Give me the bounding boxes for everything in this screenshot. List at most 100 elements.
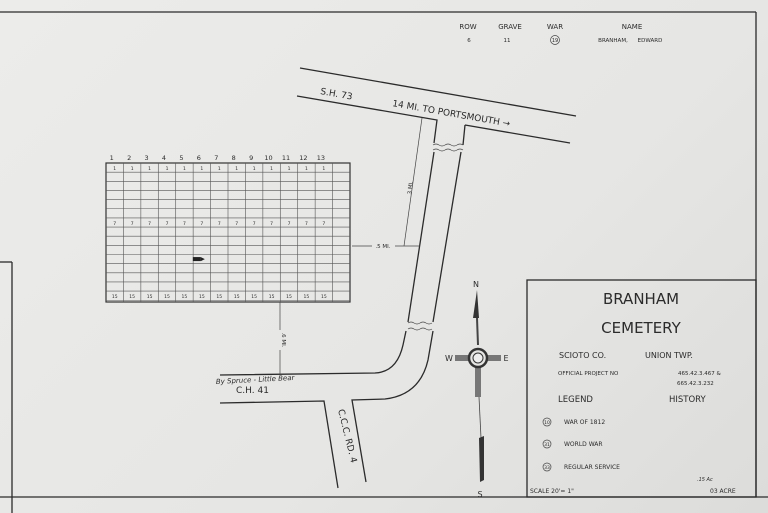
row-marker: 15 <box>147 294 153 300</box>
row-marker: 15 <box>129 294 135 300</box>
marked-grave-icon <box>192 257 201 262</box>
header-war-label: WAR <box>547 23 563 31</box>
row-marker: 1 <box>253 166 256 172</box>
row-marker: 7 <box>148 221 151 227</box>
handwritten-initials: .15 Ac <box>697 477 713 483</box>
legend-label: REGULAR SERVICE <box>564 464 620 471</box>
distance-markers: 3 MI. .5 MI. .6 MI. <box>279 117 423 375</box>
project-number-2: 665.42.3.232 <box>677 381 714 387</box>
row-marker: 15 <box>251 294 257 300</box>
war-code-circle <box>550 35 560 45</box>
distance-north: 3 MI. <box>407 181 415 195</box>
sheet-border <box>0 11 768 513</box>
column-label: 1 <box>110 154 114 162</box>
row-marker: 7 <box>166 221 169 227</box>
row-marker: 1 <box>305 166 308 172</box>
distance-east: .5 MI. <box>375 244 390 250</box>
row-marker: 15 <box>286 294 292 300</box>
row-marker: 15 <box>164 294 170 300</box>
compass-rose-icon: N S W E <box>445 280 508 499</box>
row-marker: 1 <box>183 166 186 172</box>
column-label: 2 <box>127 154 131 162</box>
title-line-1: BRANHAM <box>603 290 679 308</box>
project-number-1: 465.42.3.467 & <box>678 371 721 377</box>
compass-north: N <box>473 280 479 289</box>
header-grave-value: 11 <box>504 38 511 44</box>
column-label: 4 <box>162 154 166 162</box>
grave-header: ROW GRAVE WAR NAME 6 11 19 BRANHAM, EDWA… <box>459 23 662 45</box>
row-marker: 1 <box>166 166 169 172</box>
area: 03 ACRE <box>710 488 736 495</box>
cemetery-plot-grid: 1171521715317154171551715617157171581715… <box>105 154 351 303</box>
row-marker: 1 <box>322 166 325 172</box>
header-war-value: 19 <box>552 38 558 44</box>
column-label: 3 <box>145 154 149 162</box>
row-marker: 7 <box>235 221 238 227</box>
marked-grave-arrow <box>200 257 205 262</box>
row-marker: 15 <box>269 294 275 300</box>
column-label: 6 <box>197 154 201 162</box>
row-marker: 1 <box>218 166 221 172</box>
header-row-value: 6 <box>467 38 471 44</box>
scale: SCALE 20'= 1" <box>530 488 574 495</box>
row-marker: 7 <box>113 221 116 227</box>
row-marker: 15 <box>216 294 222 300</box>
title-line-2: CEMETERY <box>601 319 681 337</box>
header-name-last: BRANHAM, <box>598 38 628 44</box>
legend-item: 33 REGULAR SERVICE <box>542 462 620 472</box>
legend-code: 33 <box>544 465 550 471</box>
row-marker: 7 <box>322 221 325 227</box>
road-label-ch41: C.H. 41 <box>236 386 269 396</box>
compass-east: E <box>503 354 508 363</box>
compass-south: S <box>477 490 482 499</box>
row-marker: 7 <box>270 221 273 227</box>
column-label: 7 <box>214 154 218 162</box>
legend-code: 31 <box>544 442 550 448</box>
row-marker: 7 <box>253 221 256 227</box>
row-marker: 7 <box>218 221 221 227</box>
column-label: 12 <box>299 154 307 162</box>
legend-item: 31 WORLD WAR <box>542 439 603 449</box>
row-marker: 1 <box>131 166 134 172</box>
row-marker: 15 <box>182 294 188 300</box>
legend-heading: LEGEND <box>558 395 593 405</box>
row-marker: 15 <box>199 294 205 300</box>
township: UNION TWP. <box>645 351 693 360</box>
column-label: 13 <box>317 154 325 162</box>
column-label: 9 <box>249 154 253 162</box>
row-marker: 7 <box>131 221 134 227</box>
row-marker: 1 <box>113 166 116 172</box>
row-marker: 7 <box>288 221 291 227</box>
row-marker: 7 <box>200 221 203 227</box>
row-marker: 1 <box>235 166 238 172</box>
row-marker: 15 <box>112 294 118 300</box>
roads: S.H. 73 14 MI. TO PORTSMOUTH → C.H. 41 C… <box>216 67 577 489</box>
column-label: 11 <box>282 154 290 162</box>
column-label: 5 <box>179 154 183 162</box>
header-name-label: NAME <box>622 23 643 31</box>
row-marker: 1 <box>200 166 203 172</box>
legend-item: 10 WAR OF 1812 <box>542 417 605 427</box>
handwritten-note: By Spruce - Little Bear <box>216 374 296 386</box>
road-label-portsmouth: 14 MI. TO PORTSMOUTH → <box>391 99 511 130</box>
title-block: BRANHAM CEMETERY SCIOTO CO. UNION TWP. O… <box>526 279 757 498</box>
row-marker: 7 <box>305 221 308 227</box>
project-label: OFFICIAL PROJECT NO <box>558 371 619 377</box>
row-marker: 15 <box>321 294 327 300</box>
legend-code: 10 <box>544 420 550 426</box>
county: SCIOTO CO. <box>559 351 606 360</box>
header-grave-label: GRAVE <box>498 23 522 31</box>
row-marker: 15 <box>304 294 310 300</box>
column-label: 10 <box>264 154 272 162</box>
row-marker: 1 <box>288 166 291 172</box>
legend-label: WORLD WAR <box>564 441 603 448</box>
row-marker: 1 <box>270 166 273 172</box>
row-marker: 7 <box>183 221 186 227</box>
legend-label: WAR OF 1812 <box>564 419 605 426</box>
row-marker: 1 <box>148 166 151 172</box>
distance-south: .6 MI. <box>280 332 286 347</box>
header-row-label: ROW <box>459 23 476 31</box>
header-name-first: EDWARD <box>638 38 663 44</box>
